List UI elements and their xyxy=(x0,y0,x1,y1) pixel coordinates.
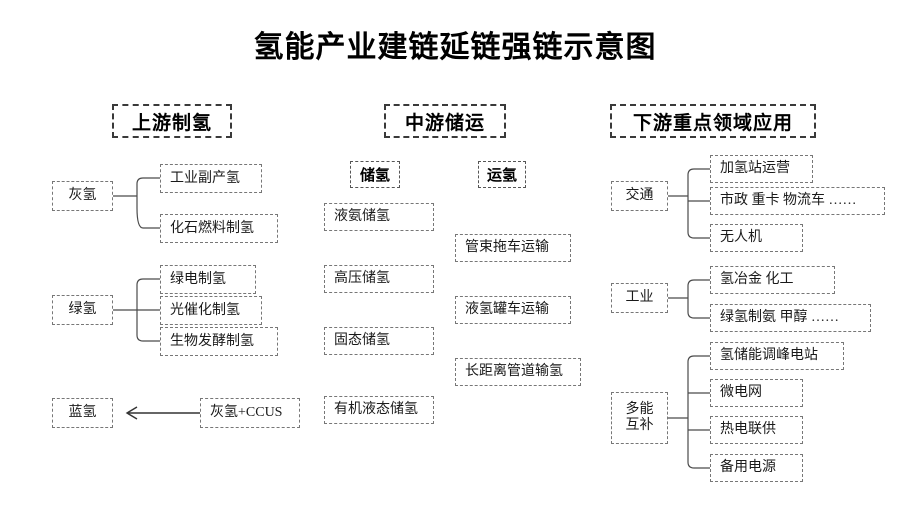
node-downstream-multi-child-3[interactable]: 热电联供 xyxy=(710,416,803,444)
node-downstream-traffic-child-1[interactable]: 加氢站运营 xyxy=(710,155,813,183)
node-storage-item-1[interactable]: 液氨储氢 xyxy=(324,203,434,231)
section-header-upstream: 上游制氢 xyxy=(112,104,232,138)
node-downstream-multi-parent-line2: 互补 xyxy=(625,418,654,433)
connector-multi-branch-4 xyxy=(687,461,710,469)
connector-grey-branch-2 xyxy=(136,207,160,229)
section-header-downstream: 下游重点领域应用 xyxy=(610,104,816,138)
node-downstream-traffic-child-3[interactable]: 无人机 xyxy=(710,224,803,252)
page-title: 氢能产业建链延链强链示意图 xyxy=(253,31,657,64)
node-storage-item-2[interactable]: 高压储氢 xyxy=(324,265,434,293)
node-upstream-grey-parent[interactable]: 灰氢 xyxy=(52,181,113,211)
node-downstream-multi-parent[interactable]: 多能 互补 xyxy=(611,392,668,444)
node-downstream-industry-parent[interactable]: 工业 xyxy=(611,283,668,313)
node-upstream-green-child-3[interactable]: 生物发酵制氢 xyxy=(160,327,278,356)
node-downstream-traffic-parent[interactable]: 交通 xyxy=(611,181,668,211)
node-upstream-green-parent[interactable]: 绿氢 xyxy=(52,295,113,325)
node-downstream-multi-child-2[interactable]: 微电网 xyxy=(710,379,803,407)
node-upstream-blue-child-1[interactable]: 灰氢+CCUS xyxy=(200,398,300,428)
subheader-transport: 运氢 xyxy=(478,161,526,188)
node-transport-item-2[interactable]: 液氢罐车运输 xyxy=(455,296,571,324)
node-downstream-industry-child-1[interactable]: 氢冶金 化工 xyxy=(710,266,835,294)
connector-industry-branch-1 xyxy=(687,279,710,287)
node-storage-item-3[interactable]: 固态储氢 xyxy=(324,327,434,355)
node-transport-item-1[interactable]: 管束拖车运输 xyxy=(455,234,571,262)
connector-traffic-branch-1 xyxy=(687,168,710,176)
connector-green-branch-3 xyxy=(136,334,160,342)
connector-grey-branch-1 xyxy=(136,177,160,185)
node-upstream-grey-child-1[interactable]: 工业副产氢 xyxy=(160,164,262,193)
node-downstream-traffic-child-2[interactable]: 市政 重卡 物流车 …… xyxy=(710,187,885,215)
connector-green-branch-1 xyxy=(136,278,160,286)
connector-industry-branch-2 xyxy=(687,311,710,319)
connector-multi-branch-1 xyxy=(687,355,710,363)
node-downstream-multi-child-4[interactable]: 备用电源 xyxy=(710,454,803,482)
node-upstream-green-child-2[interactable]: 光催化制氢 xyxy=(160,296,262,325)
subheader-storage: 储氢 xyxy=(350,161,400,188)
node-transport-item-3[interactable]: 长距离管道输氢 xyxy=(455,358,581,386)
section-header-midstream: 中游储运 xyxy=(384,104,506,138)
node-storage-item-4[interactable]: 有机液态储氢 xyxy=(324,396,434,424)
node-upstream-blue-parent[interactable]: 蓝氢 xyxy=(52,398,113,428)
node-upstream-green-child-1[interactable]: 绿电制氢 xyxy=(160,265,256,294)
connector-blue-arrow-head xyxy=(125,406,138,420)
connector-traffic-branch-3 xyxy=(687,231,710,239)
node-downstream-multi-parent-line1: 多能 xyxy=(625,401,654,417)
node-downstream-multi-child-1[interactable]: 氢储能调峰电站 xyxy=(710,342,844,370)
node-downstream-industry-child-2[interactable]: 绿氢制氨 甲醇 …… xyxy=(710,304,871,332)
node-upstream-grey-child-2[interactable]: 化石燃料制氢 xyxy=(160,214,278,243)
